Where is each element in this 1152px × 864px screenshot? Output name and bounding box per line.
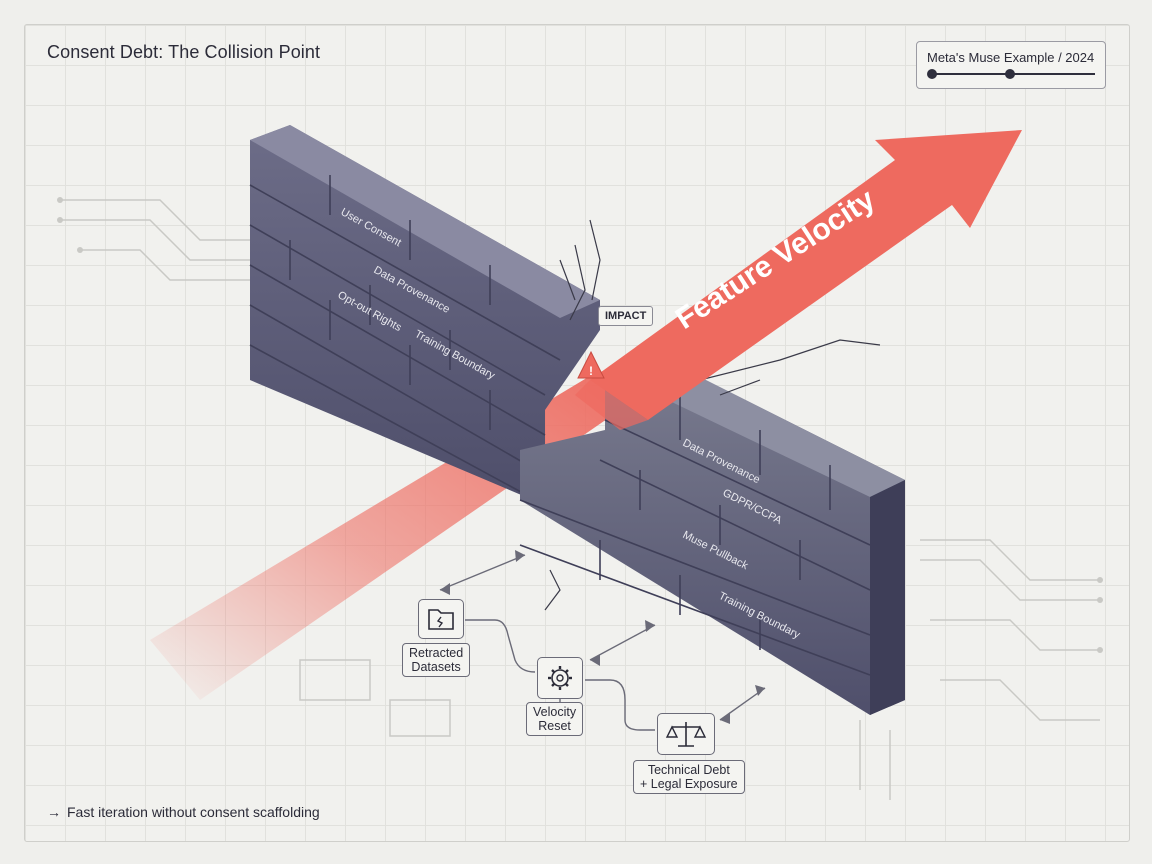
legend-label: Meta's Muse Example / 2024 — [927, 50, 1095, 65]
svg-text:!: ! — [589, 364, 593, 378]
velocity-reset-label: Velocity Reset — [526, 702, 584, 736]
example-legend: Meta's Muse Example / 2024 — [916, 41, 1106, 89]
arrow-right-icon: → — [47, 804, 61, 820]
impact-badge: IMPACT — [598, 306, 654, 326]
feature-velocity-arrow — [590, 130, 1022, 420]
folder-icon — [428, 609, 454, 630]
legend-dot-mid — [1005, 69, 1015, 79]
warning-icon: ! — [577, 350, 605, 379]
connector-lines — [439, 554, 766, 731]
retracted-datasets-label: Retracted Datasets — [402, 643, 471, 677]
gear-icon — [548, 666, 572, 690]
scales-icon — [665, 722, 707, 747]
footer-text: Fast iteration without consent scaffoldi… — [67, 804, 320, 820]
technical-debt-label: Technical Debt + Legal Exposure — [633, 760, 745, 794]
circuit-traces — [60, 199, 1100, 800]
technical-debt-node — [657, 713, 715, 755]
velocity-reset-node — [537, 657, 583, 699]
legend-dot-start — [927, 69, 937, 79]
footer-caption: → Fast iteration without consent scaffold… — [47, 804, 320, 820]
page-title: Consent Debt: The Collision Point — [47, 42, 321, 62]
consent-wall-left — [249, 125, 600, 506]
retracted-datasets-node — [418, 599, 464, 639]
